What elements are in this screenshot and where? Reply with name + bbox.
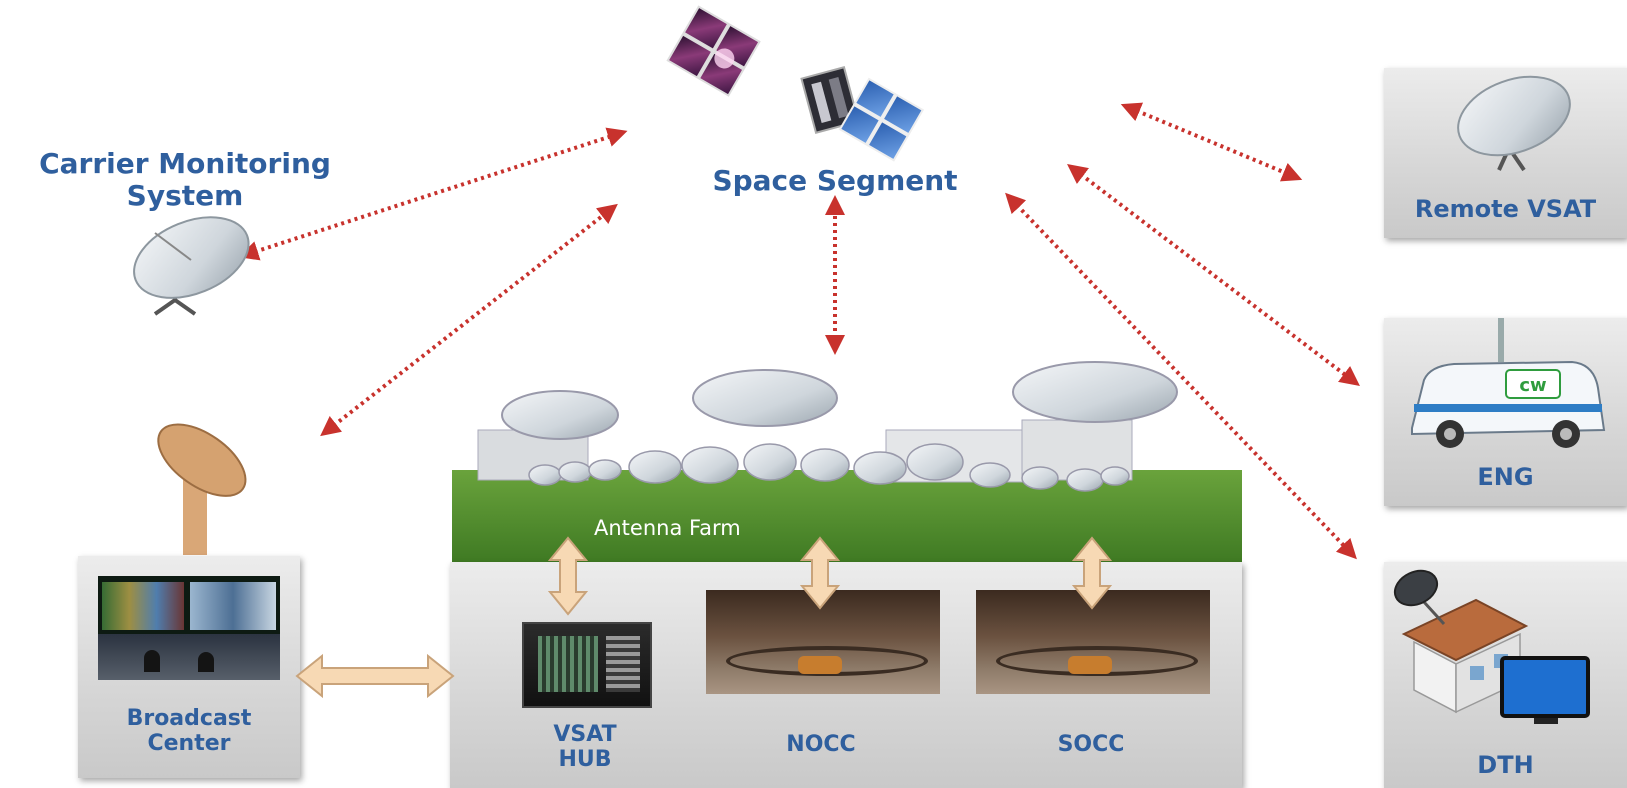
broadcast-center-line1: Broadcast [126,706,252,731]
remote-vsat-dish-icon [1457,75,1571,172]
remote-vsat-panel: Remote VSAT [1384,68,1627,238]
tv-icon [1500,656,1590,724]
nocc-label: NOCC [786,732,856,757]
broadcast-center-line2: Center [147,731,231,757]
socc-label: SOCC [1057,732,1125,757]
link-space-dth [1005,192,1357,560]
link-lines [238,102,1360,560]
space-segment-text: Space Segment [712,164,958,197]
van-logo-text: cw [1519,375,1546,396]
vsat-hub-line1: VSAT [553,722,617,747]
house-icon [1401,598,1529,714]
link-cms-space [238,127,628,261]
vsat-hub-equipment-icon [522,622,652,708]
eng-panel: cw ENG [1384,318,1627,506]
satellite-dish-icon [133,216,250,316]
carrier-monitoring-line1: Carrier Monitoring [39,147,331,180]
broadcast-center-panel: Broadcast Center [78,556,300,778]
satellite-icon [666,5,925,162]
link-space-remote-vsat [1120,102,1303,182]
vsat-hub-line2: HUB [558,747,612,773]
antenna-farm-image [452,361,1242,562]
satellite-dish-icon [1393,569,1446,626]
carrier-monitoring-label: Carrier Monitoring System [10,147,360,213]
space-segment-label: Space Segment [695,164,975,197]
broadcast-center-label: Broadcast Center [78,706,300,757]
news-van-icon: cw [1411,318,1606,448]
antenna-farm-label: Antenna Farm [594,516,741,540]
eng-label: ENG [1477,463,1534,491]
vsat-hub-label: VSAT HUB [530,722,640,773]
ground-segment-panel: VSAT HUB NOCC SOCC [450,562,1242,788]
link-space-eng [1067,163,1360,387]
nocc-control-room-icon [706,590,940,694]
remote-vsat-label: Remote VSAT [1414,195,1597,223]
broadcast-dish-icon [157,423,247,555]
house-tv-icon [1393,569,1590,724]
video-wall-icon [98,576,280,680]
dth-label: DTH [1477,751,1534,779]
socc-control-room-icon [976,590,1210,694]
carrier-monitoring-line2: System [126,179,244,213]
dth-panel: DTH [1384,562,1627,788]
